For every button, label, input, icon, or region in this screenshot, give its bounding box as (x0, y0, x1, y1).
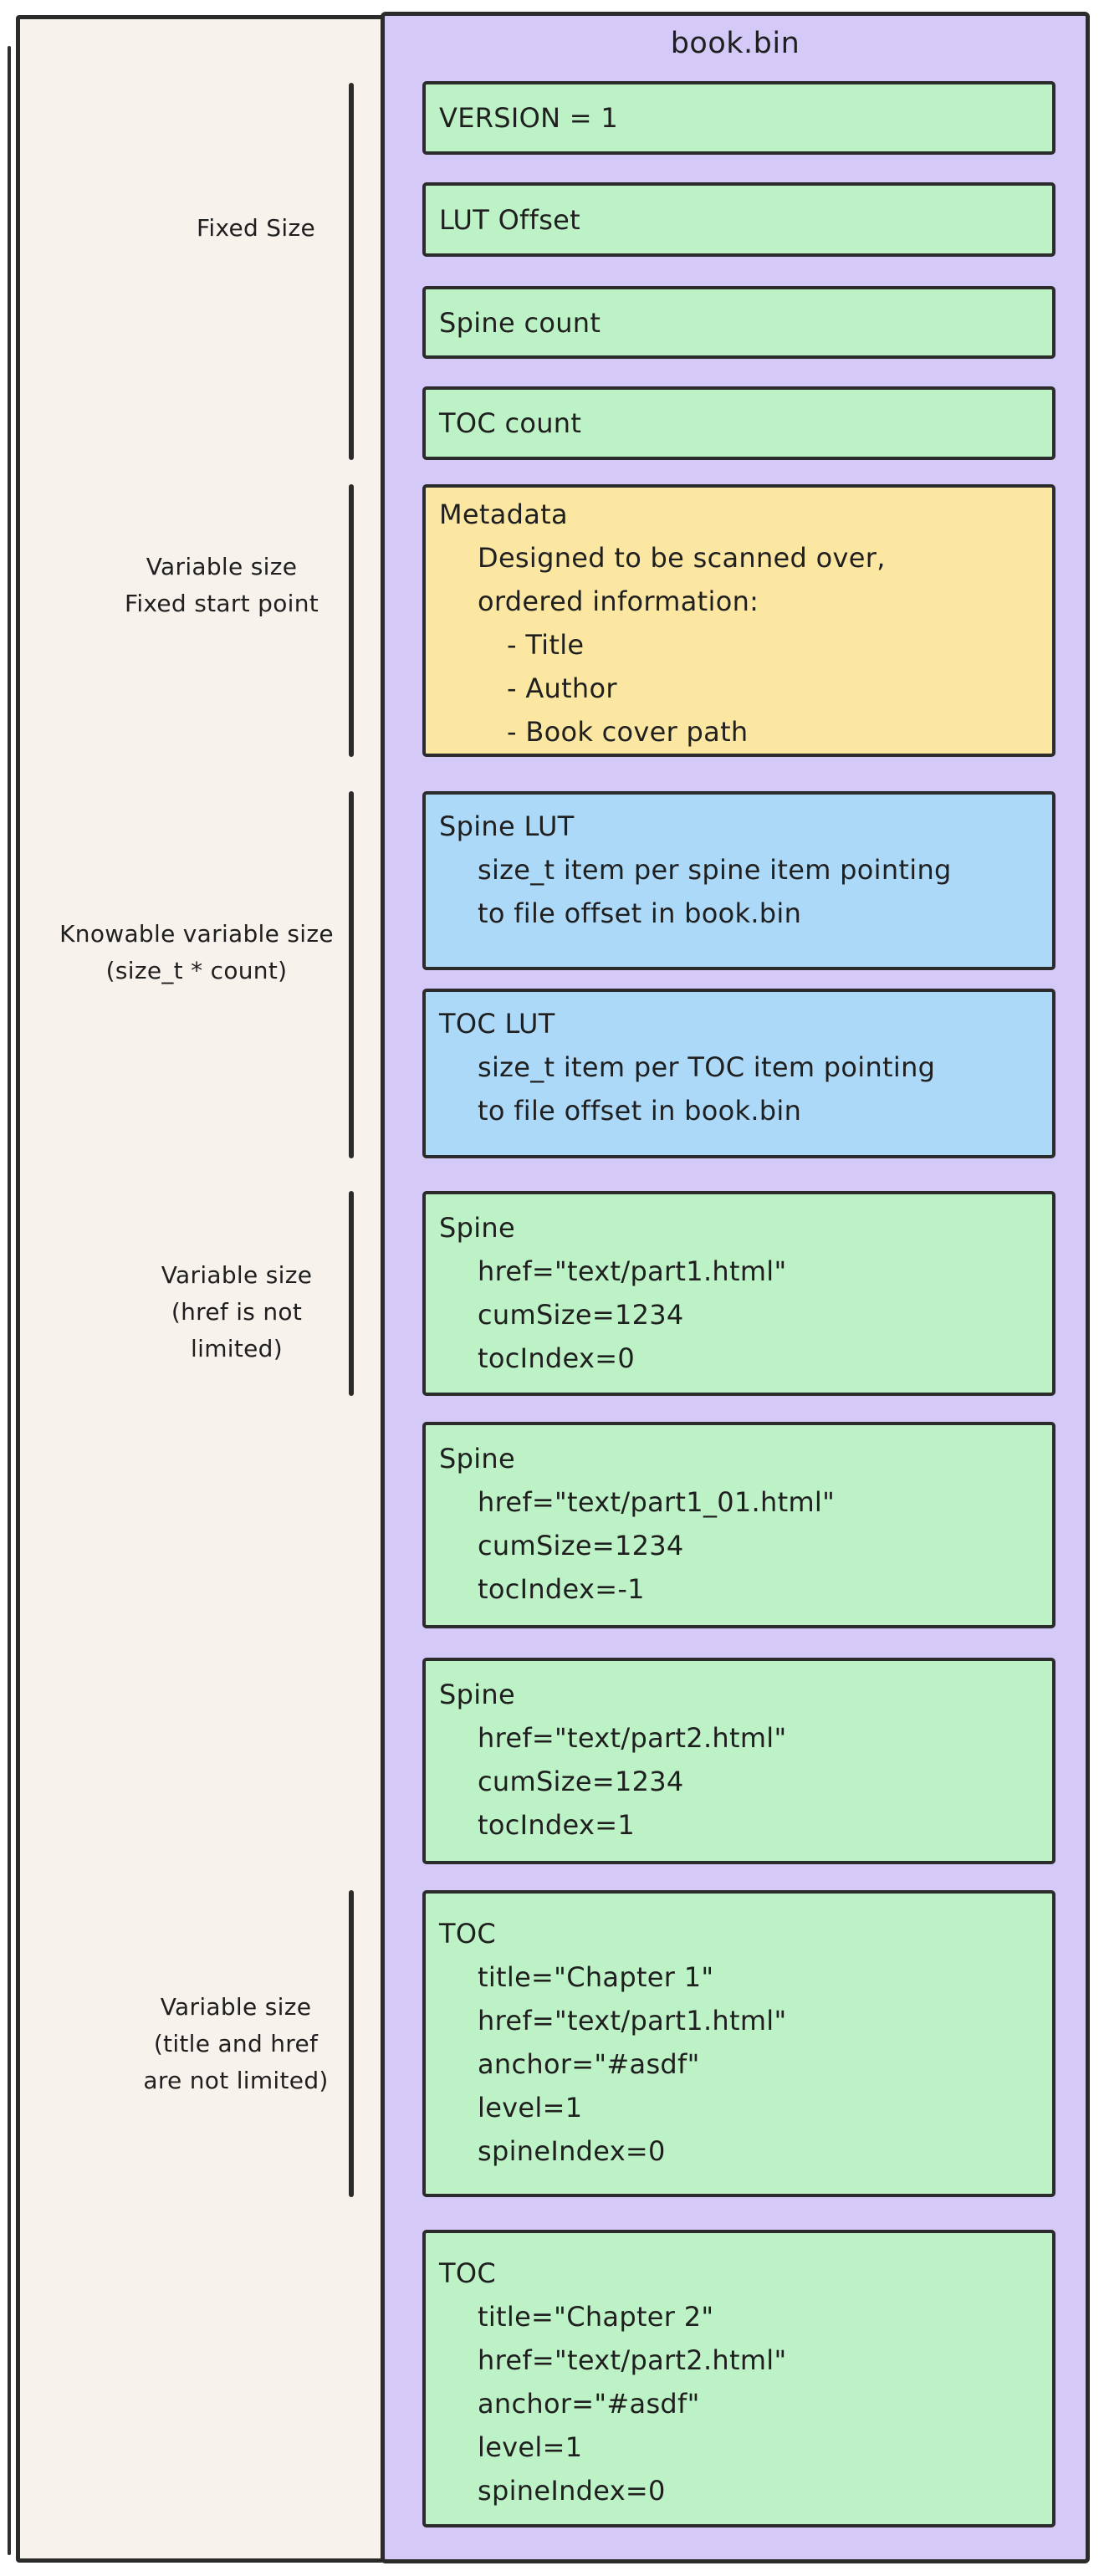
field-line: TOC count (439, 407, 582, 439)
size-label-line: Fixed Size (197, 214, 315, 242)
field-line: Designed to be scanned over, (478, 542, 886, 574)
field-line: size_t item per spine item pointing (478, 854, 952, 886)
field-box-spine-3: Spine href="text/part2.html" cumSize=123… (422, 1658, 1055, 1864)
size-label-line: are not limited) (143, 2067, 329, 2094)
bracket-variable-title-href (349, 1890, 354, 2197)
size-label-knowable: Knowable variable size (size_t * count) (46, 916, 347, 989)
field-line: cumSize=1234 (478, 1530, 684, 1561)
field-line: title="Chapter 1" (478, 1961, 714, 1993)
field-box-lut-offset: LUT Offset (422, 182, 1055, 257)
bracket-fixed-size (349, 83, 354, 460)
bracket-knowable-variable (349, 791, 354, 1158)
field-box-spine-1: Spine href="text/part1.html" cumSize=123… (422, 1191, 1055, 1396)
size-label-line: limited) (191, 1335, 283, 1362)
field-line: - Author (507, 672, 617, 704)
field-line: spineIndex=0 (478, 2475, 666, 2507)
bracket-variable-href (349, 1191, 354, 1396)
field-line: Spine count (439, 306, 601, 339)
field-line: spineIndex=0 (478, 2135, 666, 2167)
field-line: href="text/part1.html" (478, 1255, 787, 1287)
size-label-line: (href is not (171, 1298, 303, 1326)
field-line: TOC (439, 2257, 496, 2289)
size-label-line: Variable size (146, 553, 298, 580)
field-box-toc-count: TOC count (422, 386, 1055, 460)
field-line: size_t item per TOC item pointing (478, 1051, 936, 1083)
field-line: href="text/part2.html" (478, 1722, 787, 1754)
field-line: VERSION = 1 (439, 102, 619, 134)
size-label-line: Fixed start point (124, 590, 319, 617)
field-line: Spine (439, 1212, 515, 1244)
field-line: Spine (439, 1443, 515, 1475)
field-line: cumSize=1234 (478, 1299, 684, 1331)
field-line: title="Chapter 2" (478, 2301, 714, 2333)
field-line: to file offset in book.bin (478, 1095, 802, 1127)
field-line: href="text/part2.html" (478, 2344, 787, 2376)
field-line: tocIndex=0 (478, 1342, 635, 1374)
field-line: tocIndex=1 (478, 1809, 635, 1841)
size-label-fixed: Fixed Size (105, 210, 406, 247)
legend-panel (16, 15, 385, 2563)
field-line: anchor="#asdf" (478, 2388, 700, 2420)
field-line: TOC (439, 1918, 496, 1950)
field-box-toc-lut: TOC LUT size_t item per TOC item pointin… (422, 989, 1055, 1158)
field-line: level=1 (478, 2092, 583, 2124)
field-line: Spine (439, 1679, 515, 1710)
hand-drawn-edge-stroke (8, 46, 11, 2555)
field-box-toc-2: TOC title="Chapter 2" href="text/part2.h… (422, 2230, 1055, 2527)
field-line: tocIndex=-1 (478, 1573, 645, 1605)
size-label-line: (size_t * count) (105, 957, 288, 984)
size-label-line: Variable size (161, 1261, 313, 1289)
field-line: cumSize=1234 (478, 1766, 684, 1797)
size-label-variable-fixed-start: Variable size Fixed start point (71, 549, 372, 622)
bracket-variable-fixed-start (349, 484, 354, 757)
field-box-spine-lut: Spine LUT size_t item per spine item poi… (422, 791, 1055, 970)
field-line: level=1 (478, 2431, 583, 2463)
field-line: href="text/part1.html" (478, 2005, 787, 2037)
field-line: - Title (507, 629, 585, 661)
size-label-line: Knowable variable size (59, 920, 334, 948)
size-label-line: (title and href (153, 2030, 319, 2057)
field-line: anchor="#asdf" (478, 2048, 700, 2080)
field-line: to file offset in book.bin (478, 897, 802, 929)
size-label-variable-title-href: Variable size (title and href are not li… (85, 1989, 386, 2099)
field-line: LUT Offset (439, 203, 580, 236)
field-line: href="text/part1_01.html" (478, 1486, 836, 1518)
field-box-version: VERSION = 1 (422, 81, 1055, 155)
field-line: Spine LUT (439, 810, 575, 842)
field-box-spine-2: Spine href="text/part1_01.html" cumSize=… (422, 1422, 1055, 1628)
field-line: TOC LUT (439, 1008, 555, 1040)
field-line: ordered information: (478, 585, 759, 617)
field-box-toc-1: TOC title="Chapter 1" href="text/part1.h… (422, 1890, 1055, 2197)
field-line: - Book cover path (507, 716, 749, 748)
size-label-line: Variable size (160, 1993, 312, 2021)
diagram-title: book.bin (670, 27, 800, 60)
field-box-spine-count: Spine count (422, 286, 1055, 359)
field-box-metadata: Metadata Designed to be scanned over, or… (422, 484, 1055, 757)
size-label-variable-href: Variable size (href is not limited) (86, 1257, 387, 1367)
field-line: Metadata (439, 498, 568, 530)
